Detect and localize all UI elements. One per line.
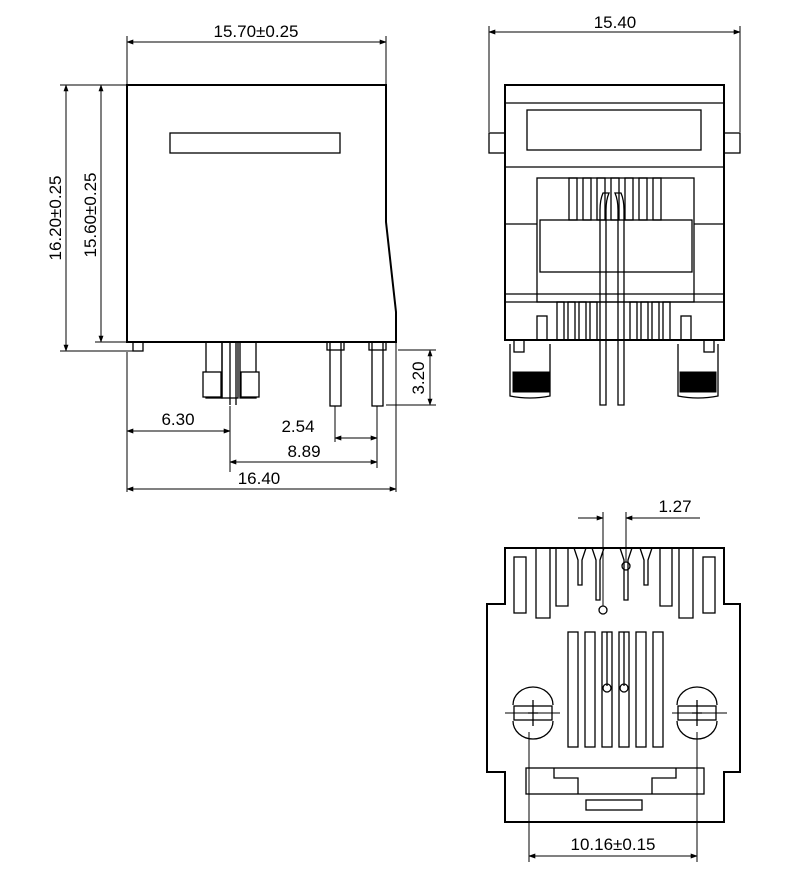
dim-pin-length: 3.20 [409,361,428,394]
dim-pin-pitch: 2.54 [281,417,314,436]
dim-total-height: 16.20±0.25 [46,176,65,261]
dim-peg-spacing: 10.16±0.15 [571,835,656,854]
dim-pin-offset: 6.30 [161,410,194,429]
bottom-view: 1.27 10.16±0.15 [486,497,741,862]
dim-overall-depth: 16.40 [238,469,281,488]
side-view: 15.70±0.25 16.20±0.25 15.60±0.25 3.20 6.… [46,22,436,492]
dim-body-height: 15.60±0.25 [81,173,100,258]
dim-contact-pitch: 1.27 [658,497,691,516]
dim-front-width: 15.40 [594,13,637,32]
dim-pin-span: 8.89 [287,442,320,461]
front-view: 15.40 [488,13,741,406]
dim-side-width: 15.70±0.25 [214,22,299,41]
